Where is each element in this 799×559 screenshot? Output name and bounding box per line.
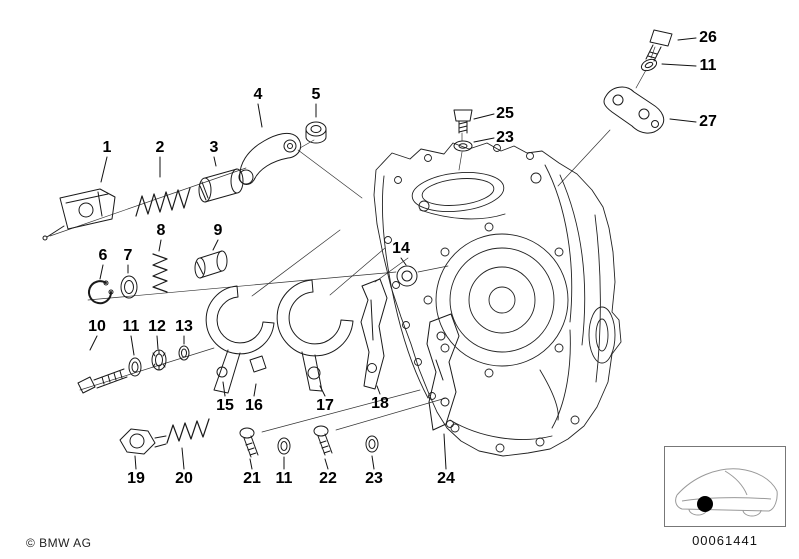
part-23-washer-a bbox=[453, 140, 473, 152]
copyright-text: © BMW AG bbox=[26, 536, 92, 550]
part-8-spring bbox=[152, 253, 168, 293]
part-6-circlip bbox=[88, 280, 114, 305]
part-17-shift-fork bbox=[276, 279, 354, 392]
housing-drawing bbox=[373, 142, 622, 457]
part-11-washer-a bbox=[128, 357, 142, 377]
part-13-ring bbox=[178, 345, 190, 361]
part-7-ring bbox=[120, 275, 138, 299]
leader-lines bbox=[89, 37, 697, 470]
part-18-guide-plate bbox=[360, 278, 388, 390]
part-20-spring bbox=[166, 418, 210, 444]
part-23-washer-b bbox=[365, 435, 379, 453]
part-location-dot bbox=[697, 496, 713, 512]
part-9-sleeve bbox=[194, 250, 228, 279]
part-3-sleeve bbox=[198, 168, 244, 203]
part-15-16-shift-fork bbox=[205, 285, 275, 394]
part-10-bolt bbox=[77, 368, 128, 394]
part-27-bracket bbox=[603, 86, 665, 134]
part-4-selector-lever bbox=[238, 132, 302, 185]
part-14-nut bbox=[396, 265, 418, 287]
part-11-washer-c bbox=[640, 58, 658, 72]
part-26-bolt bbox=[645, 29, 673, 62]
part-21-bolt bbox=[239, 427, 259, 458]
part-12-washer bbox=[151, 349, 167, 371]
diagram-id: 00061441 bbox=[692, 533, 758, 548]
part-5-nut bbox=[305, 121, 327, 144]
part-22-bolt bbox=[313, 425, 333, 456]
part-11-washer-b bbox=[277, 437, 291, 455]
part-19-plug bbox=[119, 428, 167, 455]
part-1-shaft-end bbox=[42, 188, 116, 241]
part-2-spring bbox=[135, 187, 191, 217]
vehicle-thumbnail bbox=[664, 446, 786, 527]
assembly-axis-lines bbox=[49, 46, 656, 433]
part-24-cover-plate bbox=[426, 313, 460, 431]
car-icon bbox=[675, 468, 778, 517]
part-25-bolt bbox=[453, 109, 473, 134]
